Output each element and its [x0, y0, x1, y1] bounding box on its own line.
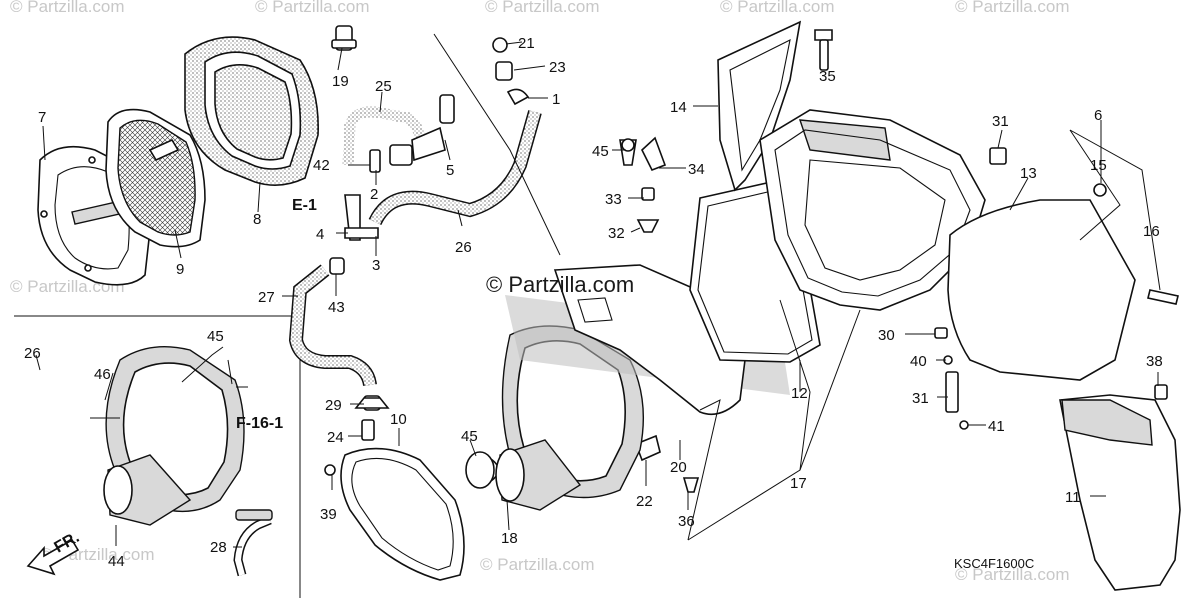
callout-27: 27	[258, 289, 275, 306]
diagram-code: KSC4F1600C	[954, 556, 1034, 571]
watermark: © Partzilla.com	[480, 555, 595, 574]
callout-1: 1	[552, 91, 560, 108]
callout-26-inset: 26	[24, 345, 41, 362]
watermark: © Partzilla.com	[955, 0, 1070, 16]
callout-4: 4	[316, 226, 324, 243]
callout-25: 25	[375, 78, 392, 95]
leader-lines	[35, 33, 1161, 548]
reference-label-e1: E-1	[292, 197, 317, 214]
callout-10: 10	[390, 411, 407, 428]
hose-26	[368, 110, 542, 226]
callout-18: 18	[501, 530, 518, 547]
hose-25	[342, 106, 426, 166]
callout-5: 5	[446, 162, 454, 179]
clamp-42	[465, 451, 495, 489]
air-filter-element-8	[184, 36, 319, 186]
bracket-14	[717, 20, 802, 192]
callout-13: 13	[1020, 165, 1037, 182]
callout-44: 44	[108, 553, 125, 570]
cover-13	[947, 199, 1136, 381]
watermark: © Partzilla.com	[10, 0, 125, 16]
callout-42: 45	[461, 428, 478, 445]
hose-27	[288, 264, 377, 387]
callout-14: 14	[670, 99, 687, 116]
callout-numbers: 7 9 8 19 25 42 2 5 21 23 1 4 3 26 27 43 …	[24, 35, 1163, 570]
callout-41: 42	[313, 157, 330, 174]
callout-38: 38	[1146, 353, 1163, 370]
callout-37: 36	[678, 513, 695, 530]
callout-28: 28	[210, 539, 227, 556]
callout-11: 11	[1065, 489, 1081, 506]
callout-40: 40	[910, 353, 927, 370]
callout-33: 32	[608, 225, 625, 242]
callout-36: 35	[819, 68, 836, 85]
callout-8: 8	[253, 211, 261, 228]
callout-32: 31	[992, 113, 1009, 130]
reference-label-f16-1: F-16-1	[236, 415, 283, 432]
callout-39: 39	[320, 506, 337, 523]
callout-26: 26	[455, 239, 472, 256]
callout-35: 34	[688, 161, 705, 178]
callout-34: 33	[605, 191, 622, 208]
callout-43: 45	[592, 143, 609, 160]
callout-20: 20	[670, 459, 687, 476]
callout-2: 2	[370, 186, 378, 203]
filter-mesh-9	[105, 108, 206, 248]
watermark: © Partzilla.com	[955, 565, 1070, 584]
callout-24: 24	[327, 429, 344, 446]
callout-9: 9	[176, 261, 184, 278]
hose-28	[233, 509, 273, 577]
callout-21: 21	[518, 35, 535, 52]
callout-40-b: 41	[988, 418, 1005, 435]
air-boot-44	[103, 345, 245, 526]
callout-23: 23	[549, 59, 566, 76]
callout-30: 30	[878, 327, 895, 344]
watermark: © Partzilla.com	[255, 0, 370, 16]
callout-22: 22	[636, 493, 653, 510]
callout-15: 15	[1090, 157, 1107, 174]
fr-arrow-icon: FR.	[26, 529, 82, 576]
callout-12: 12	[791, 385, 808, 402]
callout-45: 45	[207, 328, 224, 345]
callout-17: 17	[790, 475, 807, 492]
callout-16: 16	[1143, 223, 1160, 240]
callout-7: 7	[38, 109, 46, 126]
callout-31: 31	[912, 390, 929, 407]
side-plate-11	[1059, 394, 1181, 591]
callout-19: 19	[332, 73, 349, 90]
callout-3: 3	[372, 257, 380, 274]
gasket-10	[340, 447, 465, 581]
callout-41-b: 43	[328, 299, 345, 316]
callout-45-b: 46	[94, 366, 111, 383]
main-watermark: © Partzilla.com	[486, 272, 634, 297]
callout-6: 6	[1094, 107, 1102, 124]
callout-29: 29	[325, 397, 342, 414]
watermark: © Partzilla.com	[720, 0, 835, 16]
watermark: © Partzilla.com	[485, 0, 600, 16]
